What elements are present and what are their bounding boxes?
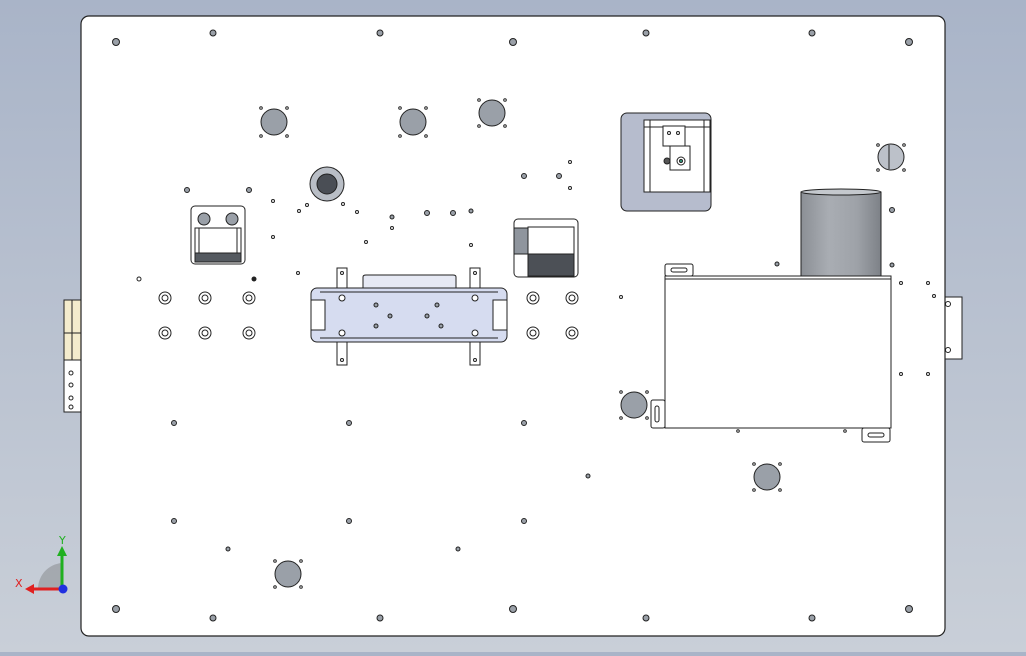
stepper-motor-right[interactable] bbox=[513, 218, 579, 278]
perimeter-holes bbox=[112, 29, 913, 622]
z-axis-dot bbox=[58, 584, 68, 594]
small-holes bbox=[136, 160, 936, 552]
stepper-motor-left[interactable] bbox=[190, 205, 246, 265]
base-plate[interactable] bbox=[80, 15, 946, 637]
round-bosses[interactable] bbox=[259, 98, 782, 589]
linear-slide-table[interactable] bbox=[310, 267, 508, 366]
rotary-knob[interactable] bbox=[309, 166, 345, 202]
screw-grid-left bbox=[158, 291, 579, 340]
left-side-bracket[interactable] bbox=[63, 299, 82, 413]
right-side-bracket[interactable] bbox=[943, 296, 963, 360]
x-axis-label: X bbox=[15, 577, 23, 590]
control-box[interactable] bbox=[650, 263, 892, 443]
sensor-mount-housing[interactable] bbox=[620, 112, 712, 212]
y-axis-label: Y bbox=[58, 534, 66, 547]
coordinate-triad: Y X bbox=[15, 534, 68, 594]
cylindrical-tank[interactable] bbox=[800, 188, 882, 281]
locating-pin[interactable] bbox=[876, 143, 906, 172]
